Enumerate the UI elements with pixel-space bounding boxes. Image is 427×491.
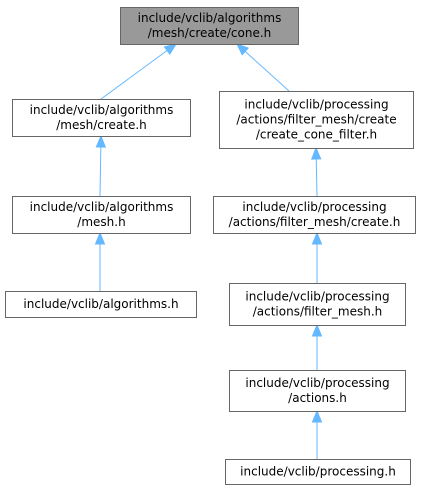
graph-nodes: include/vclib/algorithms/mesh/create/con… xyxy=(5,7,416,485)
node-algorithms[interactable]: include/vclib/algorithms.h xyxy=(5,291,197,318)
node-create-cone-filter[interactable]: include/vclib/processing/actions/filter_… xyxy=(219,91,414,149)
arrowhead-icon xyxy=(311,323,323,337)
node-box xyxy=(12,99,191,137)
arrowhead-icon xyxy=(95,134,107,148)
node-box xyxy=(225,459,411,485)
arrowhead-icon xyxy=(94,231,106,245)
node-box xyxy=(5,291,197,318)
node-label: include/vclib/processing xyxy=(245,376,389,390)
node-box xyxy=(229,283,406,326)
node-box xyxy=(229,370,406,412)
node-label: /mesh/create.h xyxy=(56,118,147,132)
edge-line xyxy=(100,50,168,100)
node-box xyxy=(219,91,414,149)
node-label: /create_cone_filter.h xyxy=(256,128,377,142)
edge-line xyxy=(99,146,102,197)
node-box xyxy=(12,196,191,234)
node-box xyxy=(120,7,299,45)
edge-create-cone-filter-to-cone xyxy=(236,43,290,92)
node-filter-mesh[interactable]: include/vclib/processing/actions/filter_… xyxy=(229,283,406,326)
edge-actions-to-filter-mesh xyxy=(311,323,323,370)
node-label: include/vclib/processing.h xyxy=(240,465,396,479)
node-label: include/vclib/algorithms xyxy=(138,11,282,25)
edge-algorithms-to-alg-mesh xyxy=(94,231,106,291)
node-label: include/vclib/algorithms xyxy=(30,103,174,117)
edge-alg-mesh-create-to-cone xyxy=(100,43,178,100)
arrowhead-icon xyxy=(311,409,323,423)
node-label: include/vclib/processing xyxy=(245,290,389,304)
edge-filter-mesh-create-to-create-cone-filter xyxy=(310,146,322,197)
arrowhead-icon xyxy=(311,231,323,245)
node-actions[interactable]: include/vclib/processing/actions.h xyxy=(229,370,406,412)
edge-line xyxy=(315,158,318,197)
node-label: /mesh.h xyxy=(77,215,125,229)
edge-alg-mesh-to-alg-mesh-create xyxy=(95,134,107,197)
node-box xyxy=(213,196,416,234)
node-label: /actions/filter_mesh/create xyxy=(236,113,396,127)
edge-line xyxy=(244,51,290,92)
node-filter-mesh-create[interactable]: include/vclib/processing/actions/filter_… xyxy=(213,196,416,234)
edge-filter-mesh-to-filter-mesh-create xyxy=(311,231,323,283)
node-label: /actions/filter_mesh.h xyxy=(253,305,383,319)
node-label: include/vclib/processing xyxy=(242,200,386,214)
node-label: /mesh/create/cone.h xyxy=(148,26,272,40)
graph-edges xyxy=(94,43,323,459)
node-label: include/vclib/algorithms xyxy=(30,200,174,214)
edge-processing-to-actions xyxy=(311,409,323,459)
node-processing[interactable]: include/vclib/processing.h xyxy=(225,459,411,485)
node-label: /actions.h xyxy=(288,391,347,405)
arrowhead-icon xyxy=(236,43,250,56)
node-alg-mesh[interactable]: include/vclib/algorithms/mesh.h xyxy=(12,196,191,234)
node-cone[interactable]: include/vclib/algorithms/mesh/create/con… xyxy=(120,7,299,45)
node-alg-mesh-create[interactable]: include/vclib/algorithms/mesh/create.h xyxy=(12,99,191,137)
node-label: include/vclib/algorithms.h xyxy=(23,297,178,311)
node-label: /actions/filter_mesh/create.h xyxy=(229,215,401,229)
arrowhead-icon xyxy=(310,146,322,160)
node-label: include/vclib/processing xyxy=(244,98,388,112)
arrowhead-icon xyxy=(163,43,178,56)
